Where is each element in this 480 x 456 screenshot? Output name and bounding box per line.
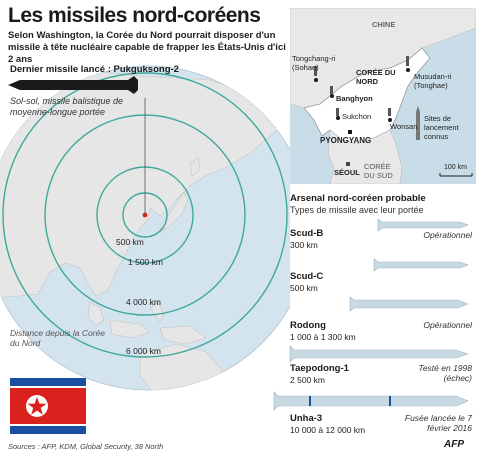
missile-name-rodong: Rodong xyxy=(290,320,326,331)
taepodong-missile-icon xyxy=(289,345,469,363)
globe-range-map xyxy=(0,65,290,391)
rodong-missile-icon xyxy=(349,296,469,312)
page-subtitle: Selon Washington, la Corée du Nord pourr… xyxy=(8,30,286,65)
south-korea-landmass xyxy=(327,129,403,184)
unha-missile-icon xyxy=(273,391,469,411)
missile-range-scud-c: 500 km xyxy=(290,283,318,293)
inset-label-seoul: SÉOUL xyxy=(334,168,360,177)
missile-name-scud-c: Scud-C xyxy=(290,271,324,282)
inset-label-wonsan: Wonsan xyxy=(390,122,418,131)
arsenal-subtitle: Types de missile avec leur portée xyxy=(290,205,424,215)
range-ring-6000 xyxy=(2,72,288,358)
latest-missile-label: Dernier missile lancé : Pukguksong-2 xyxy=(10,64,179,75)
missile-status-scud-b: Opérationnel xyxy=(423,230,472,240)
inset-label-sukchon: Sukchon xyxy=(342,112,372,121)
range-label-6000: 6 000 km xyxy=(126,346,161,356)
latest-missile-description: Sol-sol, missile balistique de moyenne-l… xyxy=(10,96,124,117)
inset-label-tongchang: Tongchang-ri (Sohae) xyxy=(292,54,336,72)
missile-range-unha: 10 000 à 12 000 km xyxy=(290,425,366,435)
range-label-4000: 4 000 km xyxy=(126,297,161,307)
missile-name-unha: Unha-3 xyxy=(290,413,323,424)
inset-legend-launch-sites: Sites de lancement connus xyxy=(424,114,459,141)
missile-silhouettes xyxy=(273,218,469,411)
missile-status-rodong: Opérationnel xyxy=(423,320,472,330)
inset-label-north-korea: CORÉE DU NORD xyxy=(356,68,396,86)
distance-note: Distance depuis la Corée du Nord xyxy=(10,328,105,348)
missile-status-taepodong: Testé en 1998 (échec) xyxy=(418,363,472,383)
scud-c-missile-icon xyxy=(373,258,469,272)
inset-scale-label: 100 km xyxy=(444,164,467,171)
inset-label-china: CHINE xyxy=(372,20,396,29)
inset-label-banghyon: Banghyon xyxy=(336,94,373,103)
inset-label-south-korea: CORÉE DU SUD xyxy=(364,162,393,180)
inset-map: CHINE CORÉE DU NORD Tongchang-ri (Sohae)… xyxy=(290,8,476,184)
inset-label-pyongyang: PYONGYANG xyxy=(320,136,372,145)
range-label-500: 500 km xyxy=(116,237,144,247)
range-label-1500: 1 500 km xyxy=(128,257,163,267)
missile-range-taepodong: 2 500 km xyxy=(290,375,325,385)
missile-status-unha: Fusée lancée le 7 février 2016 xyxy=(404,413,472,433)
missile-name-taepodong: Taepodong-1 xyxy=(290,363,349,374)
pukguksong-missile-icon xyxy=(8,76,138,94)
page-title: Les missiles nord-coréens xyxy=(8,4,261,27)
arsenal-title: Arsenal nord-coréen probable xyxy=(290,193,426,204)
afp-logo: AFP xyxy=(444,439,464,450)
north-korea-flag-icon xyxy=(10,378,86,434)
sources-note: Sources : AFP, KDM, Global Security, 38 … xyxy=(8,442,164,451)
missile-range-rodong: 1 000 à 1 300 km xyxy=(290,332,356,342)
inset-label-musudan: Musudan-ri (Tonghae) xyxy=(414,72,452,90)
scud-b-missile-icon xyxy=(377,218,469,232)
landmasses xyxy=(0,67,290,390)
missile-range-scud-b: 300 km xyxy=(290,240,318,250)
missile-name-scud-b: Scud-B xyxy=(290,228,324,239)
